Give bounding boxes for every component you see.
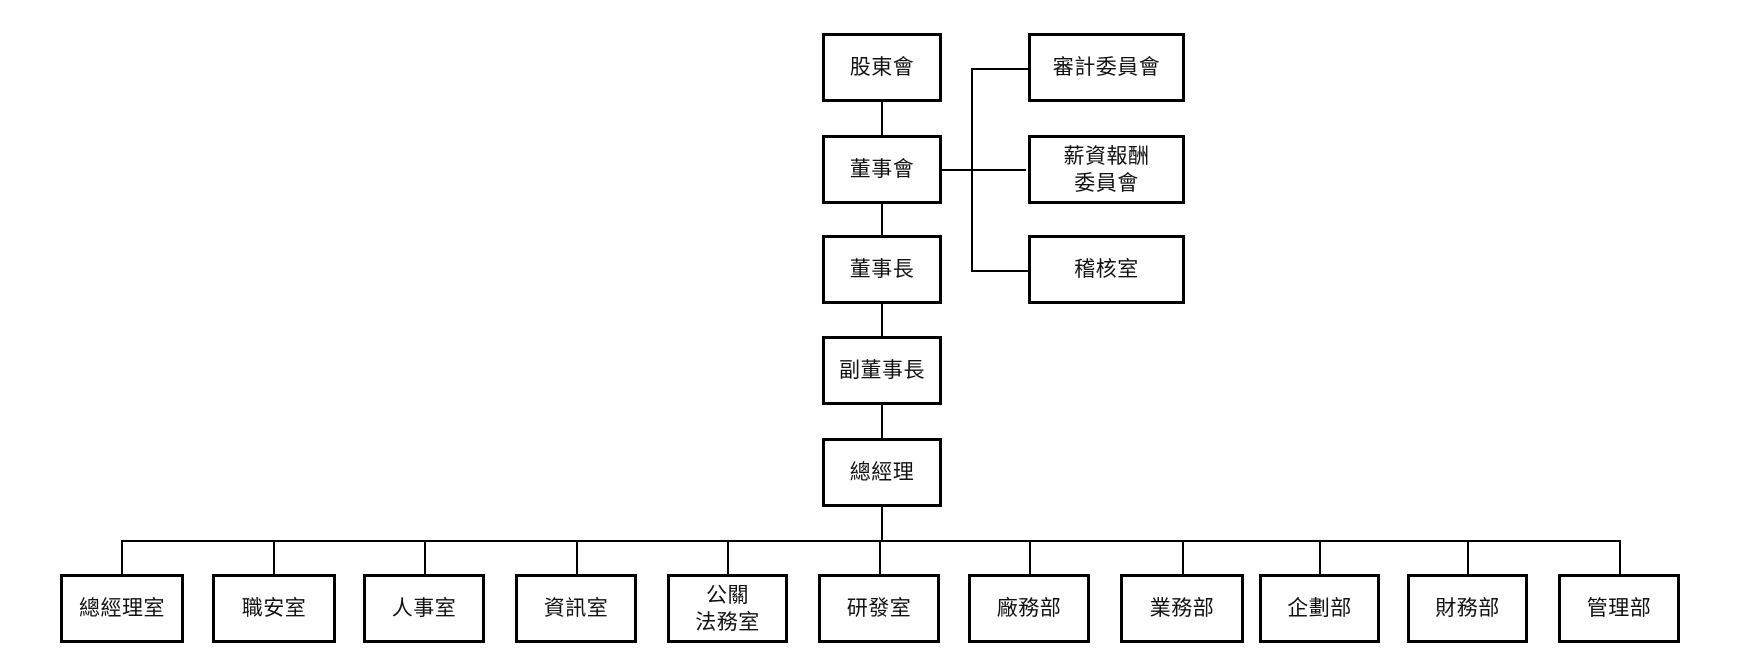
node-chairman: 董事長 xyxy=(822,235,942,304)
node-general-manager: 總經理 xyxy=(822,438,942,507)
connector-dept-4 xyxy=(576,540,578,574)
connector-department-bus xyxy=(121,540,1621,542)
connector-shareholders-board xyxy=(881,100,883,135)
connector-board-chairman xyxy=(881,202,883,235)
node-department: 公關 法務室 xyxy=(667,574,788,643)
node-internal-audit: 稽核室 xyxy=(1028,235,1185,304)
node-shareholders: 股東會 xyxy=(822,33,942,102)
node-department: 人事室 xyxy=(363,574,485,643)
connector-dept-3 xyxy=(424,540,426,574)
connector-board-branch xyxy=(941,169,1026,171)
node-compensation-committee: 薪資報酬 委員會 xyxy=(1028,135,1185,204)
connector-dept-11 xyxy=(1619,540,1621,574)
connector-dept-10 xyxy=(1467,540,1469,574)
connector-chairman-vice xyxy=(881,303,883,336)
connector-dept-8 xyxy=(1182,540,1184,574)
connector-committee-spine xyxy=(971,68,973,271)
node-vice-chairman: 副董事長 xyxy=(822,336,942,405)
node-department: 業務部 xyxy=(1120,574,1244,643)
node-department: 企劃部 xyxy=(1259,574,1380,643)
connector-dept-6 xyxy=(879,540,881,574)
connector-to-audit-committee xyxy=(971,68,1028,70)
connector-dept-5 xyxy=(727,540,729,574)
connector-dept-7 xyxy=(1029,540,1031,574)
node-department: 廠務部 xyxy=(968,574,1090,643)
node-department: 研發室 xyxy=(818,574,940,643)
node-department: 職安室 xyxy=(212,574,336,643)
connector-to-internal-audit xyxy=(971,270,1028,272)
node-audit-committee: 審計委員會 xyxy=(1028,33,1185,102)
connector-vice-gm xyxy=(881,403,883,438)
connector-dept-9 xyxy=(1319,540,1321,574)
node-department: 資訊室 xyxy=(515,574,637,643)
node-department: 總經理室 xyxy=(60,574,184,643)
connector-dept-2 xyxy=(273,540,275,574)
connector-gm-bus xyxy=(881,505,883,540)
connector-dept-1 xyxy=(121,540,123,574)
node-board: 董事會 xyxy=(822,135,942,204)
node-department: 管理部 xyxy=(1558,574,1680,643)
node-department: 財務部 xyxy=(1407,574,1528,643)
